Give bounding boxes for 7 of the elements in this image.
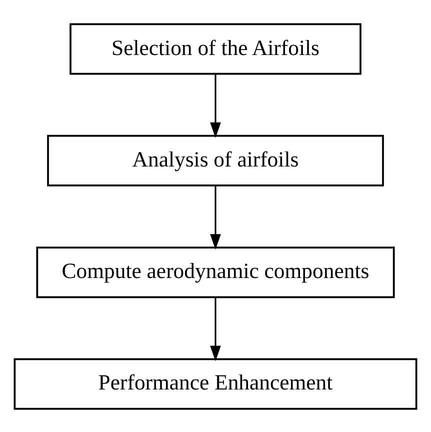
arrow [210, 74, 221, 138]
arrow [210, 296, 221, 361]
arrow [210, 185, 221, 250]
node-box: Analysis of airfoils [47, 134, 384, 186]
node-box: Compute aerodynamic components [36, 246, 395, 298]
node-box: Performance Enhancement [14, 358, 418, 410]
node-box: Selection of the Airfoils [70, 22, 362, 74]
